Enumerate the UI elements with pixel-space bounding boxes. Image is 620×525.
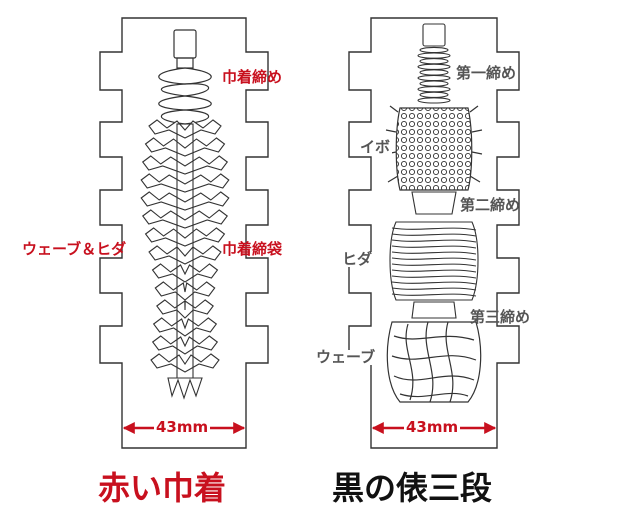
right-hida-line [391,287,477,291]
left-rib [144,137,226,157]
right-hida-line [391,245,477,249]
left-rib [142,209,228,229]
left-rib [141,155,229,175]
right-neck-ring [417,86,451,93]
left-rib [148,119,222,139]
label-hida: ヒダ [340,250,375,268]
left-ribs [140,119,230,381]
right-neck-ring [419,69,449,76]
left-rib [140,173,230,193]
right-neck-ring [419,58,449,65]
right-neck-ring [419,91,449,98]
right-neck-ring [417,97,451,104]
left-rib [144,227,226,247]
label-second-shime: 第二締め [460,196,521,214]
right-hida-line [391,257,477,261]
left-rib [140,191,230,211]
left-product-title: 赤い巾着 [98,469,227,507]
right-neck-ring [419,80,449,87]
left-rib [148,245,222,265]
label-third-shime: 第三締め [470,308,531,326]
right-ibo-section [385,105,483,191]
right-neck-ring [417,74,451,82]
left-width-label: 43mm [154,418,211,436]
label-wave-hida: ウェーブ＆ヒダ [22,240,127,258]
label-wave: ウェーブ [314,348,378,366]
right-third-neck [411,301,457,319]
right-hida-line [391,233,477,237]
right-neck-ring [417,63,451,70]
right-neck-ring [417,52,451,59]
left-rib [150,353,220,373]
left-inner-channel [158,29,212,125]
right-hida-line [391,239,477,243]
label-kinchaku-jime: 巾着締め [222,68,283,86]
right-hida-line [391,281,477,285]
left-rib [156,299,214,319]
label-kinchaku-bukuro: 巾着締袋 [222,240,283,258]
right-hida-line [391,227,477,231]
right-wave-section [386,321,482,403]
right-hida-section [389,221,479,301]
left-product-outline [99,17,269,449]
right-second-neck [411,191,457,215]
label-ibo: イボ [358,138,393,156]
label-first-shime: 第一締め [456,64,517,82]
right-hida-line [391,263,477,267]
right-hida-line [391,275,477,279]
right-product-title: 黒の俵三段 [332,469,493,507]
right-hida-line [391,269,477,273]
left-bottom-fins [167,377,203,400]
right-neck-ring [419,46,449,54]
right-hida-line [391,251,477,255]
right-hida-line [391,293,477,297]
right-neck [417,23,451,104]
right-width-label: 43mm [404,418,461,436]
